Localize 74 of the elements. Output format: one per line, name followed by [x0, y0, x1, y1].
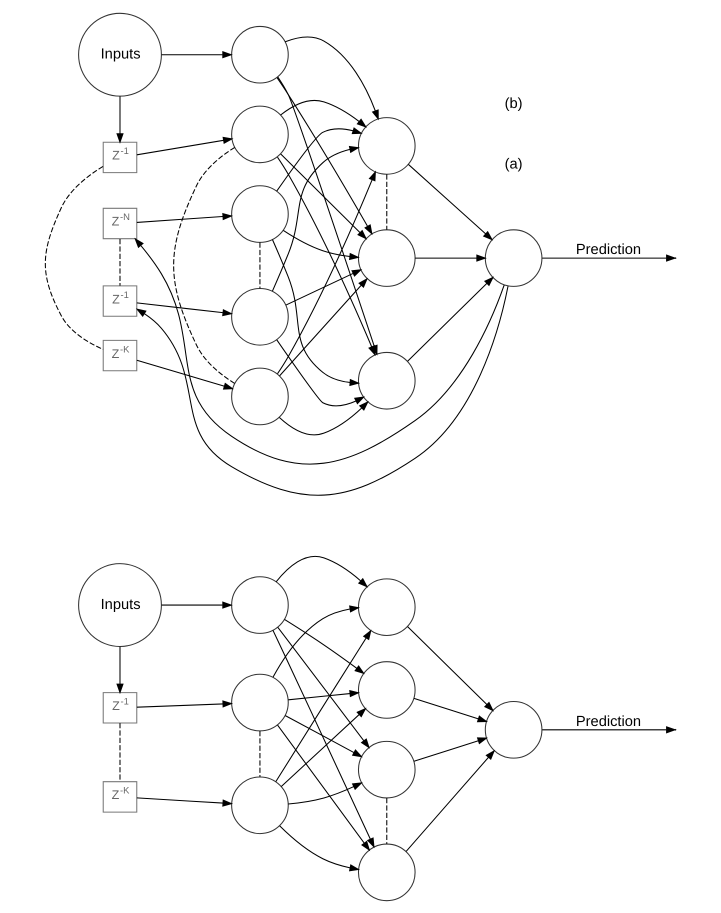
- node-circle: Inputs: [78, 562, 162, 646]
- node-circle: [231, 184, 289, 242]
- arrow: [162, 50, 233, 58]
- arrow: [280, 707, 367, 786]
- connector: [259, 730, 260, 776]
- arrow: [283, 230, 360, 260]
- arrow: [288, 782, 363, 804]
- arrow: [408, 164, 494, 240]
- arrow: [279, 400, 369, 435]
- arrow: [280, 100, 368, 128]
- arrow: [276, 338, 365, 406]
- arrow: [136, 302, 233, 316]
- connector: [386, 798, 388, 844]
- node-circle: [231, 776, 289, 834]
- arrow: [136, 286, 509, 496]
- arrow: [284, 618, 365, 674]
- arrow: [277, 724, 370, 851]
- arrow: [136, 136, 234, 155]
- connector: [386, 174, 388, 230]
- node-box: Z$^{-1}$: [102, 284, 138, 316]
- arrow: [285, 714, 363, 757]
- node-circle: [358, 740, 416, 798]
- arrow: [276, 126, 363, 192]
- arrow: [136, 700, 233, 708]
- label: (b): [504, 95, 523, 112]
- node-circle: [231, 287, 289, 346]
- edge-label: Prediction: [576, 713, 642, 730]
- arrow: [272, 238, 360, 386]
- node-circle: [231, 367, 289, 425]
- arrow: [277, 626, 370, 748]
- node-circle: [231, 576, 289, 634]
- arrow: [136, 359, 234, 390]
- arrow: [288, 689, 360, 700]
- arrow: [136, 212, 233, 222]
- node-circle: [358, 660, 416, 718]
- arrow: [279, 825, 360, 871]
- connector: [44, 166, 104, 350]
- arrow: [276, 555, 368, 588]
- arrow: [415, 254, 487, 262]
- label: (a): [504, 156, 523, 172]
- node-circle: [231, 673, 289, 731]
- arrow: [279, 277, 368, 376]
- arrow: [285, 36, 379, 120]
- arrow: [272, 630, 375, 848]
- arrow: [134, 237, 505, 464]
- node-box: Z$^{-1}$: [102, 692, 138, 724]
- arrow: [276, 76, 373, 235]
- node-box: Z$^{-1}$: [102, 141, 138, 173]
- arrow: [407, 276, 494, 362]
- arrow: [116, 96, 124, 144]
- arrow: [136, 796, 233, 806]
- arrow: [286, 268, 362, 306]
- arrow: [272, 145, 360, 291]
- connector: [119, 722, 121, 782]
- connector: [259, 242, 260, 288]
- edge-label: Prediction: [576, 242, 642, 258]
- arrow: [162, 600, 233, 608]
- node-box: Z$^{-K}$: [102, 780, 138, 812]
- arrow: [414, 697, 488, 722]
- node-box: Z$^{-K}$: [102, 339, 138, 371]
- node-circle: Inputs: [78, 12, 162, 96]
- arrow: [116, 646, 124, 694]
- arrow: [407, 626, 494, 712]
- arrow: [406, 749, 496, 852]
- node-circle: [231, 105, 289, 163]
- node-circle: [358, 843, 416, 901]
- arrow: [272, 604, 360, 677]
- arrow: [280, 153, 368, 240]
- node-circle: [231, 25, 289, 84]
- connector: [173, 146, 236, 384]
- arrow: [275, 628, 372, 782]
- node-box: Z$^{-N}$: [102, 207, 138, 239]
- connector: [119, 238, 121, 286]
- arrow: [414, 736, 488, 762]
